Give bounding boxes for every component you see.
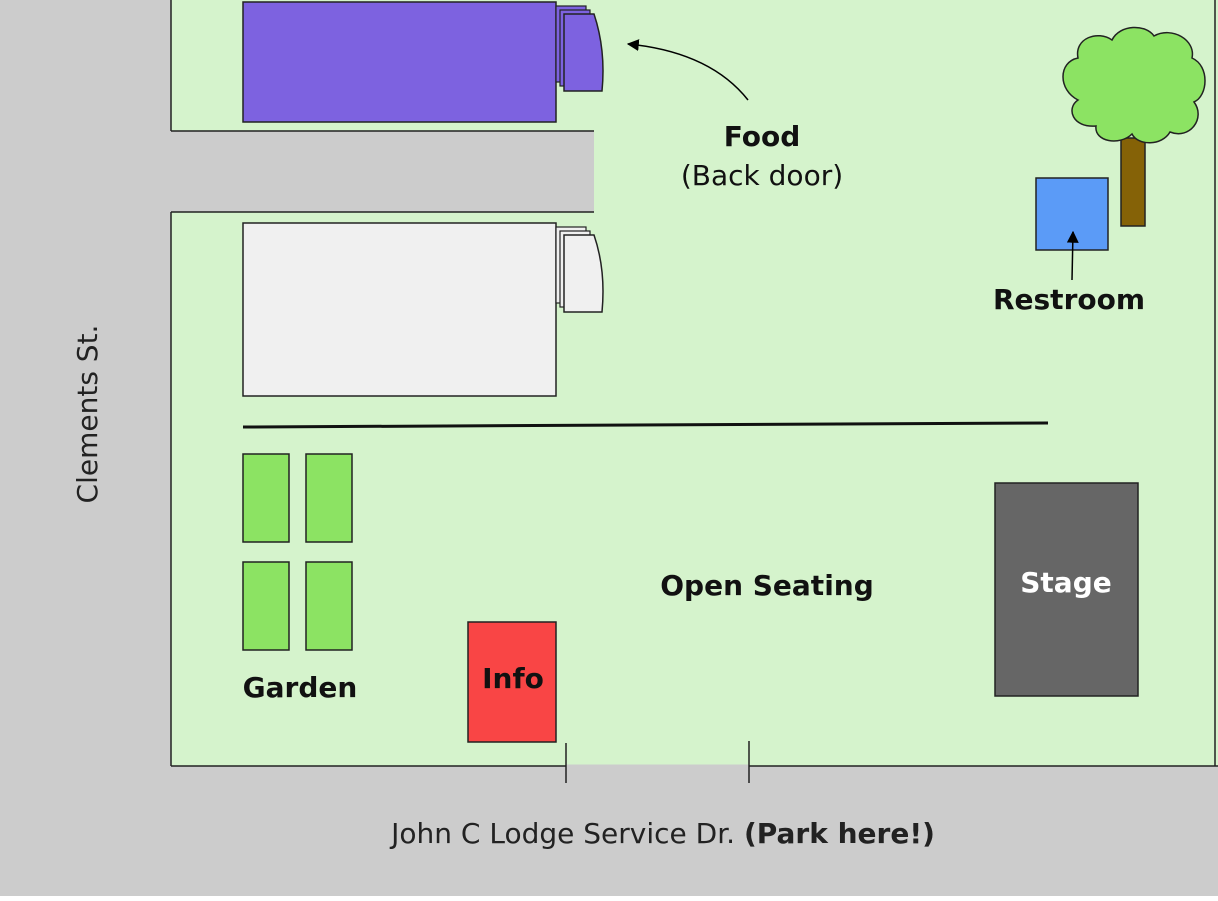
white-building — [242, 222, 557, 397]
restroom-label: Restroom — [993, 283, 1145, 316]
food-sub-label: (Back door) — [681, 159, 843, 192]
white-building-door — [563, 234, 604, 313]
west-street-name: Clements St. — [71, 325, 104, 504]
food-back-door[interactable] — [563, 13, 604, 92]
stage-label: Stage — [1020, 566, 1111, 599]
garden-bed — [305, 453, 353, 543]
garden-bed — [305, 561, 353, 651]
south-street-label: John C Lodge Service Dr. — [389, 817, 735, 850]
garden-bed — [242, 453, 290, 543]
food-building[interactable] — [242, 1, 557, 123]
info-booth[interactable] — [467, 621, 557, 743]
restroom-arrow-icon — [1066, 230, 1079, 281]
divider-fence — [242, 421, 1049, 429]
open-seating-label: Open Seating — [660, 569, 874, 602]
food-label: Food — [724, 120, 801, 153]
parking-note: (Park here!) — [744, 817, 935, 850]
info-label: Info — [482, 662, 544, 695]
garden-label: Garden — [243, 671, 358, 704]
alley — [171, 131, 594, 212]
stage-area[interactable] — [994, 482, 1139, 697]
south-street-name: John C Lodge Service Dr. (Park here!) — [389, 817, 935, 850]
arrow-icon — [626, 39, 749, 101]
tree-icon — [1062, 26, 1206, 227]
restroom-building[interactable] — [1035, 177, 1109, 251]
garden-bed — [242, 561, 290, 651]
